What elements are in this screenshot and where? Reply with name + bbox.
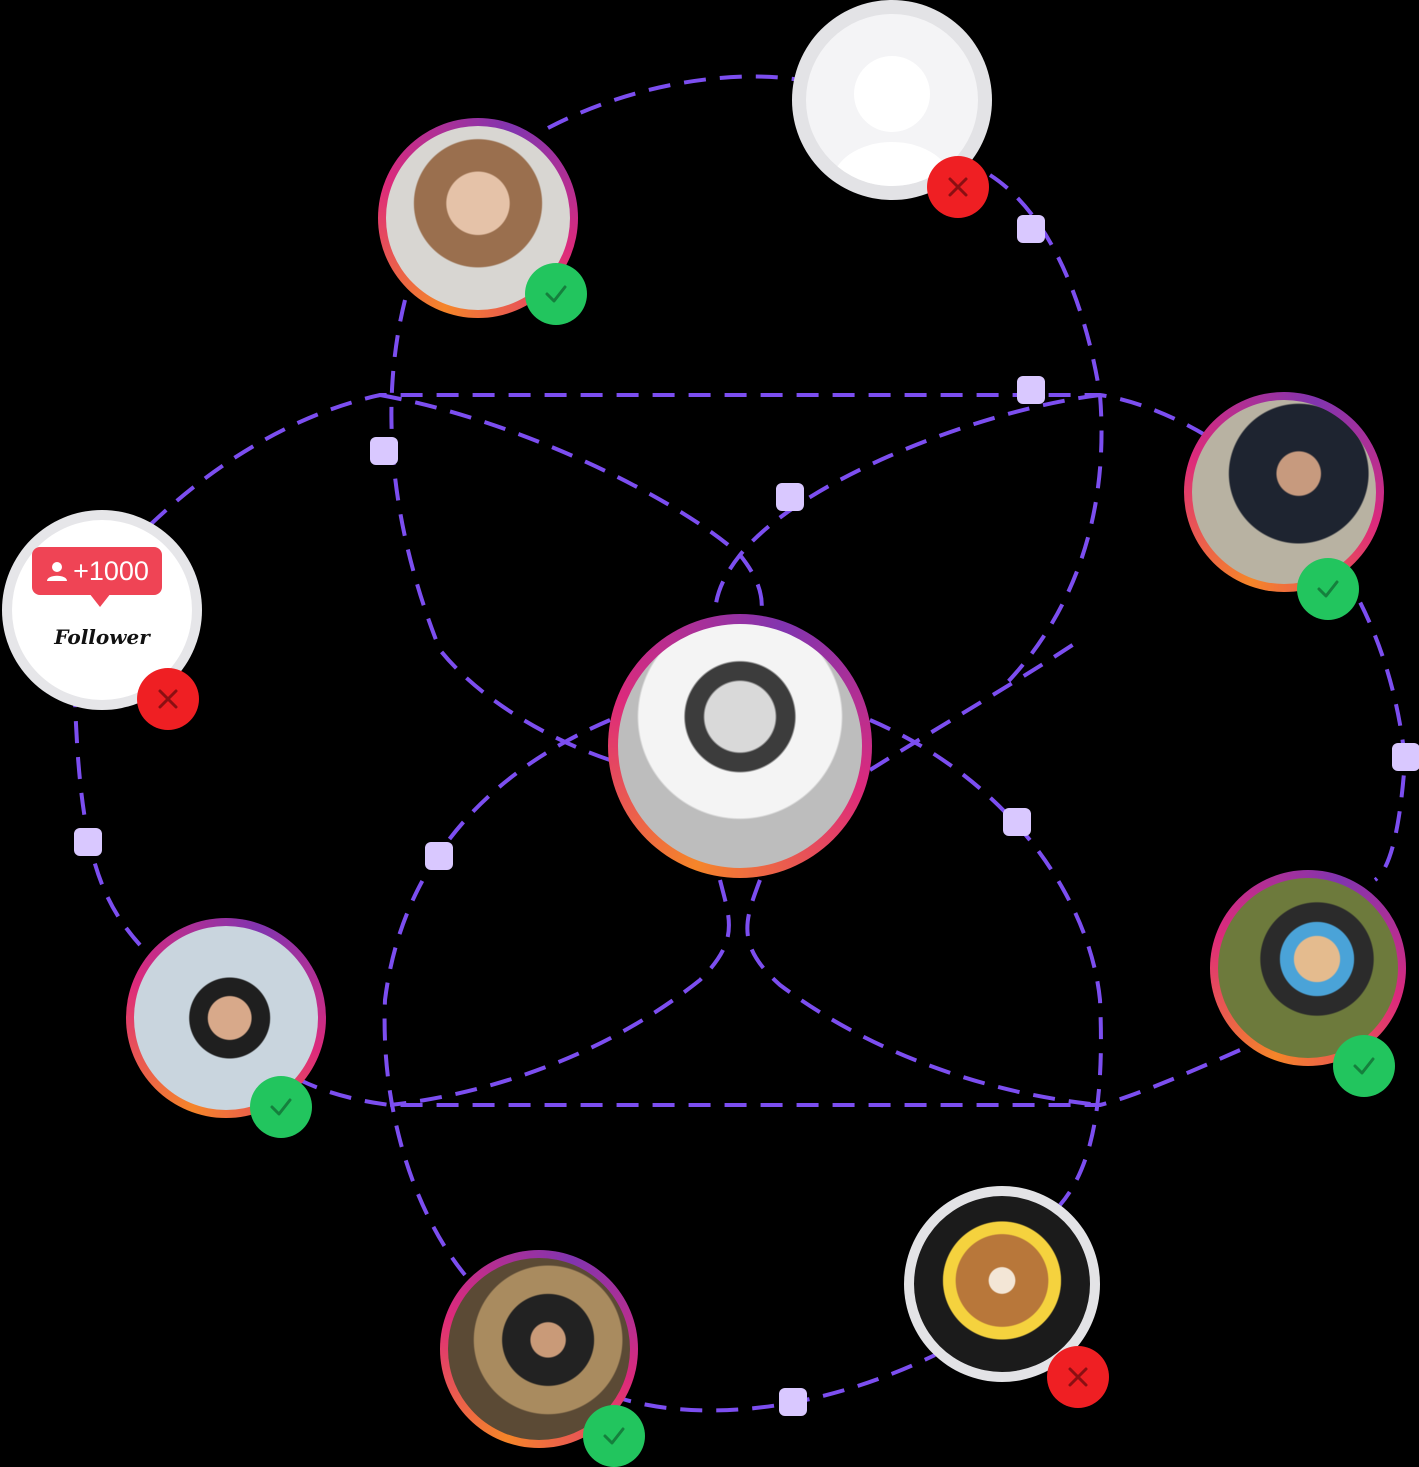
- man-tattoo-photo: [1192, 400, 1376, 584]
- path-marker: [1003, 808, 1031, 836]
- profile-bottom-man[interactable]: [440, 1250, 645, 1467]
- user-icon: [47, 562, 68, 581]
- approved-check-icon: [1297, 558, 1359, 620]
- follower-count-pill: +1000: [32, 547, 162, 595]
- approved-check-icon: [525, 263, 587, 325]
- profile-coffee[interactable]: [904, 1186, 1109, 1408]
- path-marker: [370, 437, 398, 465]
- path-marker: [776, 483, 804, 511]
- profile-right-man[interactable]: [1184, 392, 1384, 620]
- latte-art-photo: [914, 1196, 1090, 1372]
- rejected-x-icon: [927, 156, 989, 218]
- top-left-arc: [389, 299, 611, 762]
- user-placeholder-icon: [806, 14, 978, 186]
- path-marker: [779, 1388, 807, 1416]
- rejected-x-icon: [137, 668, 199, 730]
- follower-count: +1000: [73, 555, 149, 586]
- right-loop: [713, 393, 1101, 616]
- bottom-right-x: [745, 879, 1101, 1107]
- woman-outdoor-photo: [1218, 878, 1398, 1058]
- approved-check-icon: [1333, 1035, 1395, 1097]
- left-loop: [379, 393, 764, 621]
- profile-center-man[interactable]: [608, 614, 872, 878]
- center-man-grayscale-photo: [618, 624, 862, 868]
- follower-label: Follower: [54, 625, 150, 649]
- path-marker: [1017, 215, 1045, 243]
- rejected-x-icon: [1047, 1346, 1109, 1408]
- approved-check-icon: [583, 1405, 645, 1467]
- path-marker: [1392, 743, 1419, 771]
- top-arc: [547, 74, 801, 130]
- bottom-arc: [609, 1353, 936, 1413]
- lower-left-loop: [382, 718, 611, 1277]
- bottom-left-x: [389, 879, 731, 1107]
- center-right-x: [868, 638, 1082, 772]
- path-marker: [425, 842, 453, 870]
- profile-right-woman[interactable]: [1210, 870, 1406, 1097]
- approved-check-icon: [250, 1076, 312, 1138]
- path-marker: [74, 828, 102, 856]
- profile-default-avatar[interactable]: [792, 0, 992, 218]
- top-right-arc: [988, 173, 1104, 692]
- profile-left-woman[interactable]: [126, 918, 326, 1138]
- path-marker: [1017, 376, 1045, 404]
- profile-top-woman[interactable]: [378, 118, 587, 325]
- lower-right-loop: [869, 718, 1103, 1207]
